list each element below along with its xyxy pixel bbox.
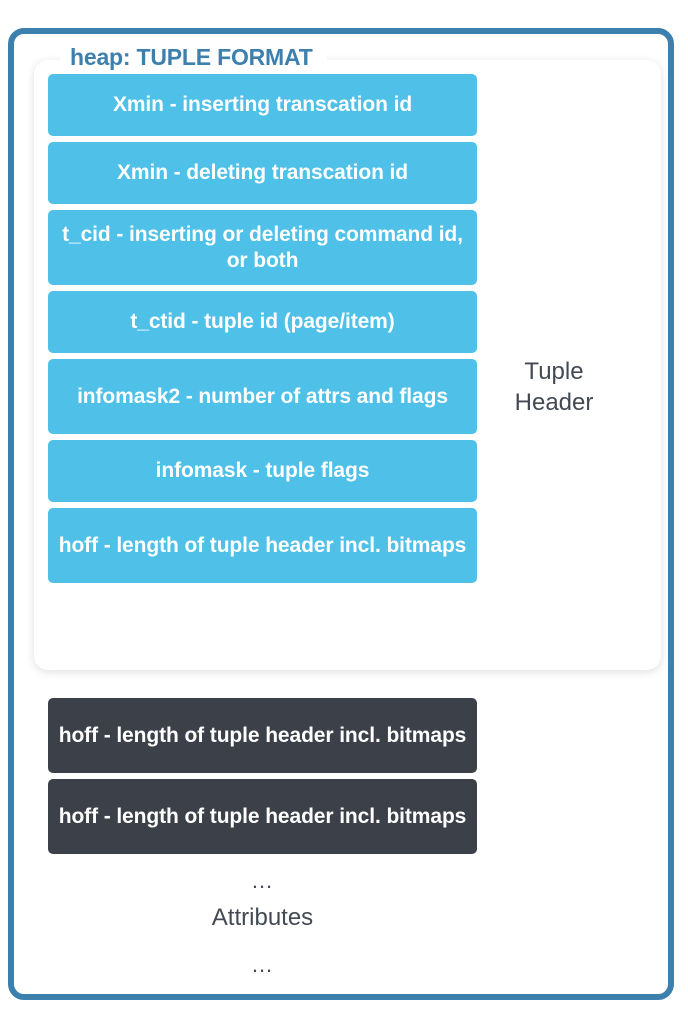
tuple-header-field-list: Xmin - inserting transcation id Xmin - d… bbox=[48, 74, 477, 583]
attribute-row: hoff - length of tuple header incl. bitm… bbox=[48, 698, 477, 773]
attribute-row-label: hoff - length of tuple header incl. bitm… bbox=[58, 723, 467, 747]
field-label: t_cid - inserting or deleting command id… bbox=[62, 222, 463, 272]
attributes-notes: ... Attributes ... bbox=[48, 862, 477, 984]
field-label: t_ctid - tuple id (page/item) bbox=[130, 310, 395, 333]
field-label: infomask - tuple flags bbox=[155, 459, 370, 482]
field-xmin-delete: Xmin - deleting transcation id bbox=[48, 142, 477, 204]
diagram-legend: heap: TUPLE FORMAT bbox=[60, 40, 327, 74]
field-label: Xmin - deleting transcation id bbox=[116, 161, 409, 184]
field-label: hoff - length of tuple header incl. bitm… bbox=[58, 533, 467, 557]
ellipsis-top: ... bbox=[251, 868, 274, 893]
diagram-title: heap: TUPLE FORMAT bbox=[70, 43, 313, 70]
tuple-format-frame: heap: TUPLE FORMAT Xmin - inserting tran… bbox=[8, 28, 674, 1000]
tuple-header-annotation-line2: Header bbox=[514, 389, 594, 416]
attributes-caption: Attributes bbox=[211, 904, 314, 931]
field-xmin-insert: Xmin - inserting transcation id bbox=[48, 74, 477, 136]
field-infomask: infomask - tuple flags bbox=[48, 440, 477, 502]
field-label: infomask2 - number of attrs and flags bbox=[77, 384, 448, 408]
ellipsis-bottom: ... bbox=[251, 952, 274, 977]
attribute-row-list: hoff - length of tuple header incl. bitm… bbox=[48, 698, 477, 854]
field-infomask2: infomask2 - number of attrs and flags bbox=[48, 359, 477, 434]
field-t-cid: t_cid - inserting or deleting command id… bbox=[48, 210, 477, 285]
attribute-row-label: hoff - length of tuple header incl. bitm… bbox=[58, 804, 467, 828]
tuple-header-annotation: Tuple Header bbox=[474, 356, 634, 418]
attribute-row: hoff - length of tuple header incl. bitm… bbox=[48, 779, 477, 854]
field-label: Xmin - inserting transcation id bbox=[112, 93, 413, 116]
notes-spacer bbox=[48, 936, 477, 946]
tuple-header-card: Xmin - inserting transcation id Xmin - d… bbox=[34, 60, 661, 670]
field-hoff: hoff - length of tuple header incl. bitm… bbox=[48, 508, 477, 583]
field-t-ctid: t_ctid - tuple id (page/item) bbox=[48, 291, 477, 353]
tuple-header-annotation-line1: Tuple bbox=[524, 358, 584, 385]
